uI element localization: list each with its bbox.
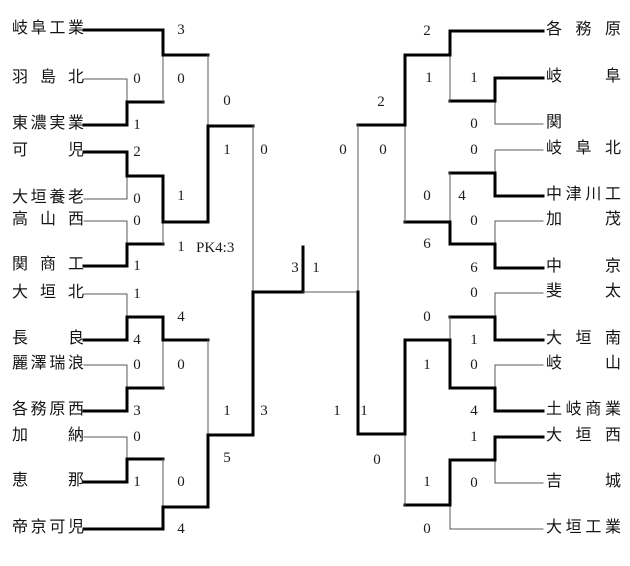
team-label: 関: [546, 114, 563, 131]
team-label: 可児: [12, 142, 84, 159]
match-score: 0: [177, 71, 185, 87]
match-score: 1: [470, 70, 478, 86]
match-score: 0: [339, 142, 347, 158]
match-score: 0: [373, 452, 381, 468]
team-label: 関商工: [12, 256, 84, 273]
match-score: 1: [133, 117, 141, 133]
match-score: 1: [425, 70, 433, 86]
team-label: 長良: [12, 330, 84, 347]
match-score: 0: [133, 429, 141, 445]
match-score: 0: [470, 213, 478, 229]
match-score: 1: [423, 474, 431, 490]
match-score: 0: [260, 142, 268, 158]
match-score: 1: [133, 286, 141, 302]
match-score: 1: [360, 403, 368, 419]
match-score: 4: [133, 332, 141, 348]
team-label: 加納: [12, 427, 84, 444]
match-score: 6: [470, 260, 478, 276]
match-score: 2: [423, 23, 431, 39]
match-score: 0: [133, 191, 141, 207]
pk-note: PK4:3: [196, 240, 235, 256]
match-score: 0: [423, 309, 431, 325]
final-score-left: 3: [291, 260, 299, 276]
match-score: 0: [223, 93, 231, 109]
match-score: 1: [177, 188, 185, 204]
match-score: 5: [223, 450, 231, 466]
match-score: 0: [423, 521, 431, 537]
match-score: 1: [333, 403, 341, 419]
match-score: 0: [470, 285, 478, 301]
match-score: 3: [177, 22, 185, 38]
team-label: 斐太: [546, 283, 621, 300]
team-label: 岐阜: [546, 68, 621, 85]
match-score: 2: [377, 94, 385, 110]
team-label: 岐阜北: [546, 140, 621, 157]
team-label: 麗澤瑞浪: [12, 355, 84, 372]
match-score: 4: [470, 403, 478, 419]
match-score: 0: [470, 475, 478, 491]
team-label: 帝京可児: [12, 519, 84, 536]
match-score: 0: [133, 71, 141, 87]
team-label: 大垣養老: [12, 189, 84, 206]
team-label: 高山西: [12, 211, 84, 228]
match-score: 1: [470, 332, 478, 348]
match-score: 1: [470, 429, 478, 445]
team-label: 中京: [546, 258, 621, 275]
match-score: 1: [223, 142, 231, 158]
team-label: 大垣工業: [546, 519, 621, 536]
team-label: 大垣南: [546, 330, 621, 347]
team-label: 加茂: [546, 211, 621, 228]
match-score: 1: [133, 474, 141, 490]
match-score: 0: [470, 142, 478, 158]
team-label: 吉城: [546, 473, 621, 490]
match-score: 0: [177, 474, 185, 490]
match-score: 0: [470, 357, 478, 373]
match-score: 0: [379, 142, 387, 158]
team-label: 恵那: [12, 472, 84, 489]
team-label: 東濃実業: [12, 115, 84, 132]
match-score: 0: [470, 116, 478, 132]
match-score: 1: [423, 357, 431, 373]
team-label: 大垣西: [546, 427, 621, 444]
match-score: 6: [423, 236, 431, 252]
match-score: 4: [177, 521, 185, 537]
match-score: 3: [260, 403, 268, 419]
team-label: 大垣北: [12, 284, 84, 301]
team-label: 各務原: [546, 21, 621, 38]
match-score: 1: [177, 239, 185, 255]
match-score: 4: [177, 309, 185, 325]
match-score: 4: [458, 188, 466, 204]
match-score: 3: [133, 403, 141, 419]
match-score: 0: [133, 357, 141, 373]
match-score: 0: [423, 188, 431, 204]
team-label: 岐阜工業: [12, 20, 84, 37]
match-score: 0: [133, 213, 141, 229]
team-label: 岐山: [546, 355, 621, 372]
match-score: 2: [133, 144, 141, 160]
team-label: 土岐商業: [546, 401, 621, 418]
team-label: 中津川工: [546, 186, 621, 203]
match-score: 1: [133, 258, 141, 274]
team-label: 各務原西: [12, 401, 84, 418]
team-label: 羽島北: [12, 69, 84, 86]
match-score: 0: [177, 357, 185, 373]
final-score-right: 1: [312, 260, 320, 276]
match-score: 1: [223, 403, 231, 419]
